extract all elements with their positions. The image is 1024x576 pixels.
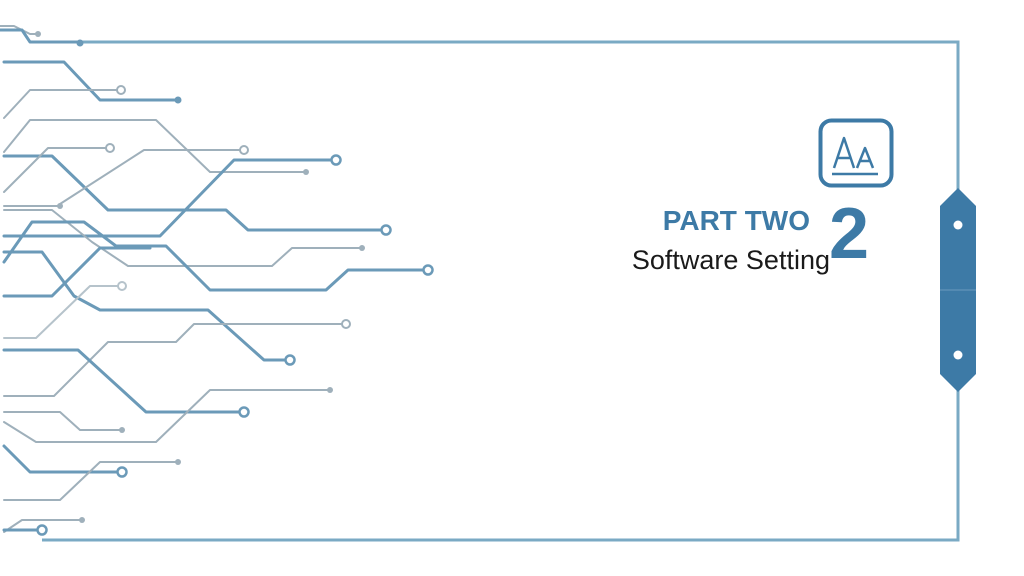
circuit-decoration <box>0 25 434 536</box>
font-style-icon <box>818 118 894 188</box>
section-number: 2 <box>829 194 870 274</box>
frame-border <box>42 40 960 542</box>
part-label: PART TWO <box>662 205 810 236</box>
side-tab-handle <box>940 188 976 392</box>
tab-dot-top <box>953 220 963 230</box>
tab-dot-bottom <box>953 350 963 360</box>
section-title: Software Setting <box>631 245 830 275</box>
